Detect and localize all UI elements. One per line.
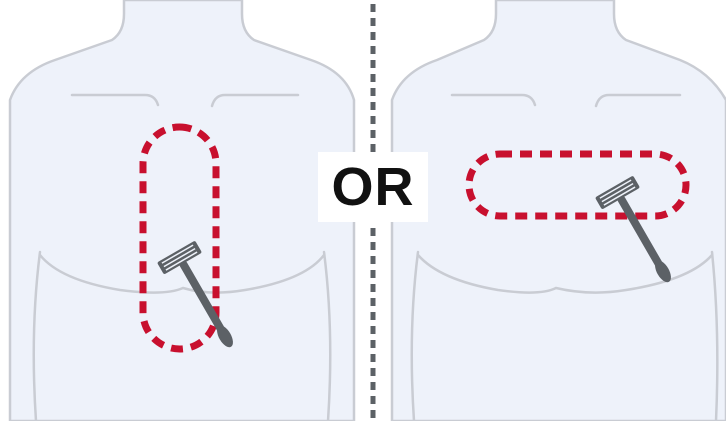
right-arm-line-left xyxy=(410,250,420,421)
left-panel xyxy=(8,0,356,421)
left-arm-line-right xyxy=(322,250,332,421)
right-clavicle-left xyxy=(450,93,537,107)
or-label: OR xyxy=(318,152,428,222)
razor-icon-right xyxy=(595,176,671,283)
shave-zone-vertical xyxy=(139,123,220,353)
right-torso-silhouette xyxy=(390,0,726,421)
shave-zone-horizontal xyxy=(465,150,690,220)
left-pectoral-line xyxy=(38,253,326,294)
left-arm-line-left xyxy=(32,250,42,421)
left-torso-silhouette xyxy=(8,0,356,421)
left-clavicle-left xyxy=(70,93,160,107)
right-arm-line-right xyxy=(710,250,719,421)
right-clavicle-right xyxy=(594,93,682,108)
right-panel xyxy=(390,0,726,421)
razor-icon-left xyxy=(157,241,233,348)
left-clavicle-right xyxy=(210,93,300,108)
